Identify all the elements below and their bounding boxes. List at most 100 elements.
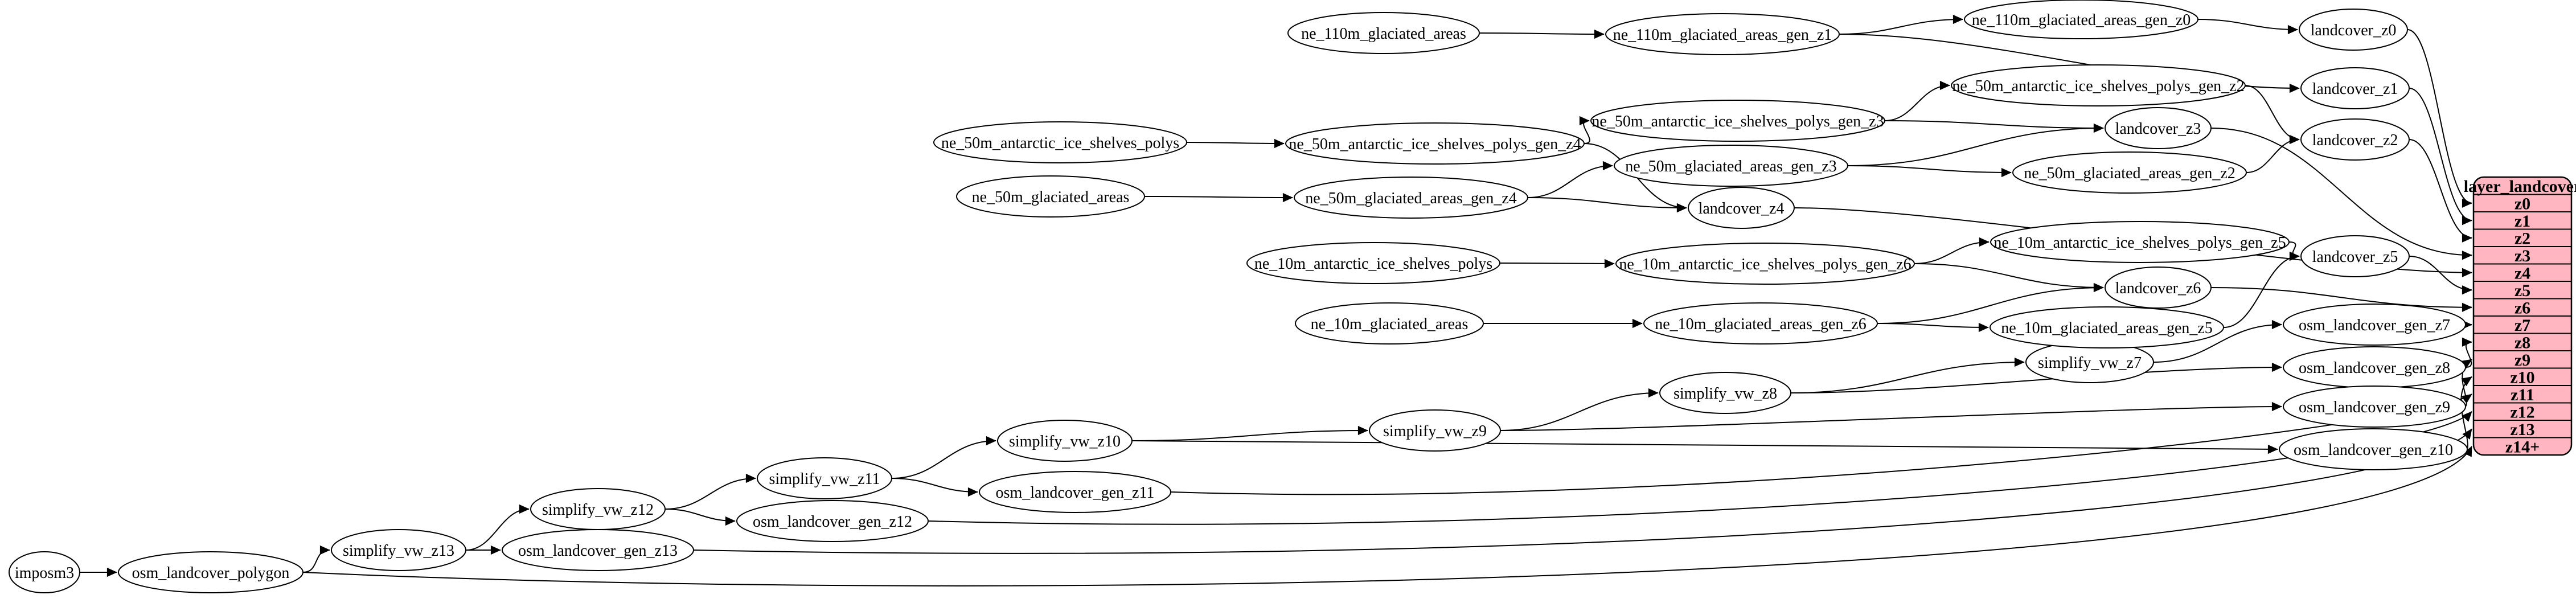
edge-landcover_z6-to-layer_landcover-z6 — [2210, 287, 2472, 312]
node-label: simplify_vw_z10 — [1009, 433, 1121, 450]
edge-osm_landcover_gen_z8-to-layer_landcover-z8 — [2462, 337, 2472, 368]
edge-simplify_vw_z7-to-osm_landcover_gen_z7 — [2153, 319, 2282, 363]
table-row-z8: z8 — [2515, 333, 2530, 352]
edge-osm_landcover_polygon-to-simplify_vw_z13 — [302, 545, 330, 573]
node-label: simplify_vw_z9 — [1383, 423, 1487, 440]
node-label: landcover_z6 — [2115, 280, 2201, 297]
node-label: simplify_vw_z13 — [343, 542, 454, 560]
node-label: landcover_z0 — [2311, 22, 2397, 39]
edge-ne_50m_glaciated_areas_gen_z4-to-ne_50m_glaciated_areas_gen_z3 — [1527, 161, 1613, 198]
edge-simplify_vw_z11-to-simplify_vw_z10 — [891, 436, 996, 479]
node-ellipse — [933, 121, 1187, 163]
node-ellipse — [9, 551, 80, 593]
node-ne_50m_glaciated_areas: ne_50m_glaciated_areas — [956, 175, 1145, 218]
node-label: ne_50m_glaciated_areas_gen_z3 — [1625, 158, 1837, 175]
table-row-z5: z5 — [2515, 281, 2530, 300]
node-ellipse — [1246, 242, 1500, 284]
node-ne_110m_glaciated_areas_gen_z0: ne_110m_glaciated_areas_gen_z0 — [1964, 0, 2198, 39]
table-row-z13: z13 — [2510, 420, 2534, 439]
edge-osm_landcover_gen_z11-to-layer_landcover-z11 — [1170, 393, 2472, 495]
node-imposm3: imposm3 — [9, 551, 80, 593]
node-osm_landcover_gen_z8: osm_landcover_gen_z8 — [2283, 346, 2466, 388]
node-ellipse — [2300, 67, 2410, 109]
node-simplify_vw_z7: simplify_vw_z7 — [2025, 341, 2154, 383]
node-ne_10m_glaciated_areas_gen_z6: ne_10m_glaciated_areas_gen_z6 — [1643, 302, 1878, 345]
edge-landcover_z0-to-layer_landcover-z0 — [2407, 29, 2472, 208]
node-label: simplify_vw_z8 — [1673, 385, 1777, 403]
node-ellipse — [2299, 9, 2408, 51]
node-simplify_vw_z9: simplify_vw_z9 — [1369, 409, 1501, 452]
node-label: osm_landcover_gen_z11 — [996, 484, 1155, 502]
edge-landcover_z2-to-layer_landcover-z2 — [2409, 139, 2472, 243]
node-label: landcover_z3 — [2115, 120, 2201, 138]
node-ellipse — [1615, 243, 1915, 285]
node-ellipse — [2283, 386, 2466, 428]
node-label: ne_10m_glaciated_areas — [1311, 315, 1469, 333]
node-label: osm_landcover_gen_z13 — [518, 542, 678, 560]
node-ne_10m_glaciated_areas: ne_10m_glaciated_areas — [1295, 302, 1484, 345]
node-label: landcover_z1 — [2312, 80, 2398, 98]
node-landcover_z1: landcover_z1 — [2300, 67, 2410, 109]
table-row-z11: z11 — [2511, 386, 2534, 404]
node-label: ne_110m_glaciated_areas_gen_z0 — [1972, 11, 2191, 29]
node-landcover_z2: landcover_z2 — [2300, 118, 2410, 161]
edge-ne_110m_glaciated_areas-to-ne_110m_glaciated_areas_gen_z1 — [1479, 29, 1605, 39]
node-label: imposm3 — [15, 564, 74, 582]
node-simplify_vw_z13: simplify_vw_z13 — [331, 529, 466, 571]
node-ellipse — [1964, 0, 2198, 39]
table-row-z7: z7 — [2515, 316, 2530, 335]
node-osm_landcover_gen_z13: osm_landcover_gen_z13 — [502, 529, 694, 571]
layer-landcover-table: layer_landcoverz0z1z2z3z4z5z6z7z8z9z10z1… — [2464, 176, 2576, 456]
edge-ne_10m_glaciated_areas_gen_z5-to-landcover_z5 — [2223, 251, 2300, 328]
node-ellipse — [1990, 306, 2224, 348]
edge-simplify_vw_z12-to-osm_landcover_gen_z12 — [664, 509, 736, 526]
edge-ne_10m_antarctic_ice_shelves_polys_gen_z6-to-landcover_z6 — [1914, 263, 2104, 293]
node-ellipse — [1688, 187, 1795, 229]
node-osm_landcover_gen_z12: osm_landcover_gen_z12 — [736, 500, 929, 542]
node-osm_landcover_gen_z10: osm_landcover_gen_z10 — [2279, 428, 2468, 470]
node-label: osm_landcover_gen_z10 — [2294, 441, 2453, 459]
node-ne_10m_glaciated_areas_gen_z5: ne_10m_glaciated_areas_gen_z5 — [1990, 306, 2224, 348]
node-landcover_z6: landcover_z6 — [2105, 266, 2212, 309]
edge-ne_10m_glaciated_areas_gen_z6-to-ne_10m_glaciated_areas_gen_z5 — [1877, 322, 1989, 333]
node-ellipse — [2012, 151, 2247, 194]
node-ellipse — [1990, 221, 2290, 263]
node-label: simplify_vw_z7 — [2038, 354, 2142, 372]
node-ellipse — [2279, 428, 2468, 470]
node-label: osm_landcover_gen_z7 — [2299, 317, 2450, 334]
node-osm_landcover_polygon: osm_landcover_polygon — [118, 551, 303, 593]
edge-ne_10m_antarctic_ice_shelves_polys_gen_z6-to-ne_10m_antarctic_ice_shelves_polys_gen_z5 — [1914, 237, 1990, 264]
node-ne_50m_glaciated_areas_gen_z4: ne_50m_glaciated_areas_gen_z4 — [1294, 177, 1528, 219]
node-ellipse — [1287, 12, 1480, 54]
node-label: osm_landcover_gen_z12 — [753, 513, 912, 531]
edge-ne_10m_glaciated_areas_gen_z6-to-landcover_z6 — [1877, 282, 2104, 324]
edge-ne_50m_antarctic_ice_shelves_polys_gen_z3-to-landcover_z3 — [1884, 120, 2104, 133]
node-ellipse — [1369, 409, 1501, 452]
table-row-z1: z1 — [2515, 212, 2530, 231]
edge-simplify_vw_z9-to-osm_landcover_gen_z9 — [1500, 401, 2282, 431]
node-ellipse — [2300, 118, 2410, 161]
edge-ne_10m_antarctic_ice_shelves_polys_gen_z5-to-landcover_z5 — [2288, 241, 2300, 261]
node-ellipse — [1643, 302, 1878, 345]
node-label: ne_50m_glaciated_areas_gen_z2 — [2024, 165, 2235, 182]
node-label: landcover_z4 — [1699, 200, 1785, 218]
node-ellipse — [2283, 304, 2466, 346]
node-osm_landcover_gen_z11: osm_landcover_gen_z11 — [979, 471, 1171, 513]
node-ellipse — [1295, 302, 1484, 345]
node-label: osm_landcover_gen_z9 — [2299, 399, 2450, 416]
edge-ne_110m_glaciated_areas_gen_z1-to-ne_110m_glaciated_areas_gen_z0 — [1839, 14, 1963, 35]
node-label: ne_10m_glaciated_areas_gen_z5 — [2001, 319, 2213, 337]
node-label: ne_110m_glaciated_areas_gen_z1 — [1613, 26, 1832, 44]
node-ne_10m_antarctic_ice_shelves_polys: ne_10m_antarctic_ice_shelves_polys — [1246, 242, 1500, 284]
node-simplify_vw_z12: simplify_vw_z12 — [530, 488, 666, 530]
edge-ne_50m_glaciated_areas_gen_z2-to-landcover_z2 — [2246, 134, 2300, 173]
node-ne_50m_antarctic_ice_shelves_polys_gen_z4: ne_50m_antarctic_ice_shelves_polys_gen_z… — [1285, 122, 1585, 165]
table-row-z12: z12 — [2510, 403, 2534, 421]
node-simplify_vw_z11: simplify_vw_z11 — [757, 457, 892, 499]
edge-ne_50m_glaciated_areas_gen_z3-to-landcover_z3 — [1847, 123, 2104, 166]
node-simplify_vw_z10: simplify_vw_z10 — [997, 420, 1133, 462]
node-ellipse — [1590, 100, 1885, 142]
node-ellipse — [1294, 177, 1528, 219]
